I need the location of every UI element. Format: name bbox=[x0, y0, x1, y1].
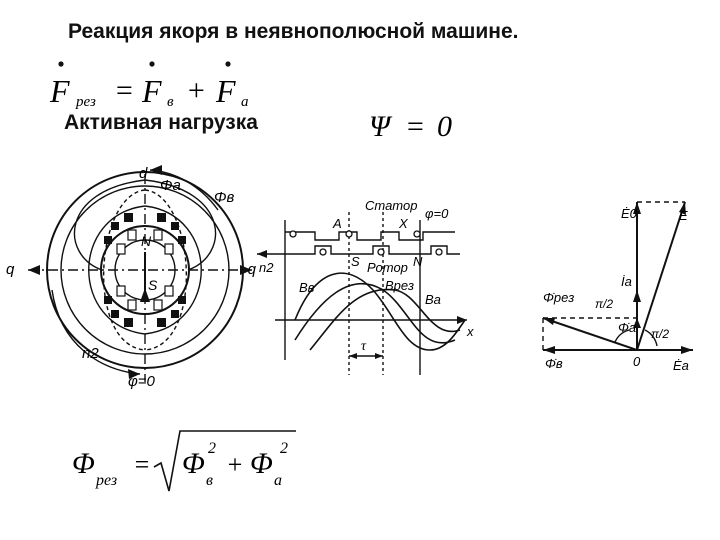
label-e0: Ė0 bbox=[621, 206, 638, 221]
wave-ba bbox=[309, 288, 461, 351]
label-x: X bbox=[398, 216, 409, 231]
field-waves-diagram: Статор φ=0 A X S N Ротор n2 Bв Bрез Ba τ… bbox=[257, 198, 474, 375]
formula-psi-value: 0 bbox=[437, 110, 452, 143]
formula-flux-plus: + bbox=[226, 450, 244, 479]
formula-mmf-eq: = bbox=[114, 74, 134, 107]
formula-flux-eq: = bbox=[133, 450, 151, 479]
label-ia: İa bbox=[621, 274, 632, 289]
label-rotor: Ротор bbox=[367, 260, 408, 275]
label-psi: φ=0 bbox=[128, 373, 156, 390]
dot-icon bbox=[225, 61, 231, 67]
formula-flux-exp1: 2 bbox=[208, 440, 216, 457]
label-a: A bbox=[332, 216, 342, 231]
formula-mmf-lhs: F bbox=[49, 73, 70, 109]
label-phi-a-phasor: Φ̇a bbox=[618, 320, 636, 335]
label-tau: τ bbox=[361, 339, 367, 354]
slide-title: Реакция якоря в неявнополюсной машине. bbox=[68, 20, 519, 43]
label-brez: Bрез bbox=[385, 278, 414, 293]
formula-flux-term1-sub: в bbox=[206, 472, 213, 489]
formula-flux-exp2: 2 bbox=[280, 440, 288, 457]
vector-phi-rez bbox=[542, 317, 638, 351]
label-phi-rez: Φ̇рез bbox=[543, 290, 574, 305]
label-n: N bbox=[413, 254, 423, 269]
machine-cross-section-diagram: d Φa Φв q q N S n2 φ=0 bbox=[6, 165, 257, 390]
label-ba: Ba bbox=[425, 292, 441, 307]
label-d: d bbox=[139, 165, 148, 182]
slide-subtitle: Активная нагрузка bbox=[64, 111, 258, 134]
label-pi2-1: π/2 bbox=[595, 297, 613, 311]
label-phi-a: Φa bbox=[160, 177, 181, 194]
label-pi2-2: π/2 bbox=[651, 327, 669, 341]
label-x-axis: x bbox=[466, 324, 474, 339]
formula-mmf-term1: F bbox=[141, 73, 162, 109]
formula-mmf-term1-sub: в bbox=[167, 94, 174, 110]
label-phi-v: Φв bbox=[214, 189, 235, 206]
label-q-left: q bbox=[6, 261, 15, 278]
label-origin: 0 bbox=[633, 354, 641, 369]
formula-flux: Φ рез = Φ в 2 + Φ а 2 bbox=[72, 430, 296, 492]
formula-mmf-term2-sub: а bbox=[241, 94, 249, 110]
formula-psi-symbol: Ψ bbox=[369, 110, 393, 143]
label-n2-wave: n2 bbox=[259, 260, 274, 275]
formula-mmf-lhs-sub: рез bbox=[75, 94, 96, 110]
label-bv: Bв bbox=[299, 280, 315, 295]
formula-flux-term2: Φ bbox=[250, 447, 273, 480]
formula-flux-term1: Φ bbox=[182, 447, 205, 480]
label-n-pole: N bbox=[141, 233, 152, 249]
label-psi-wave: φ=0 bbox=[425, 206, 449, 221]
formula-mmf: F рез = F в + F а bbox=[49, 61, 249, 110]
dot-icon bbox=[58, 61, 64, 67]
label-q-right: q bbox=[248, 261, 257, 278]
formula-mmf-term2: F bbox=[215, 73, 236, 109]
label-s: S bbox=[351, 254, 360, 269]
label-s-pole: S bbox=[148, 277, 158, 293]
label-phi-v-phasor: Φ̇в bbox=[545, 356, 563, 371]
label-e: Ė bbox=[679, 208, 688, 223]
sqrt-sign-icon bbox=[153, 430, 296, 492]
dot-icon bbox=[149, 61, 155, 67]
formula-psi-eq: = bbox=[405, 110, 425, 143]
label-stator: Статор bbox=[365, 198, 417, 213]
formula-flux-term2-sub: а bbox=[274, 472, 282, 489]
formula-flux-lhs-sub: рез bbox=[95, 472, 117, 489]
formula-mmf-plus: + bbox=[186, 74, 206, 107]
formula-flux-lhs: Φ bbox=[72, 447, 95, 480]
label-n2: n2 bbox=[82, 345, 99, 362]
label-ea: Ėa bbox=[673, 358, 689, 373]
formula-psi: Ψ = 0 bbox=[369, 110, 452, 143]
wave-bv bbox=[294, 272, 466, 351]
vector-e bbox=[636, 201, 686, 351]
phasor-diagram: Ė0 Ė İa Φ̇рез π/2 Φ̇a π/2 Φ̇в 0 Ėa bbox=[542, 201, 693, 373]
